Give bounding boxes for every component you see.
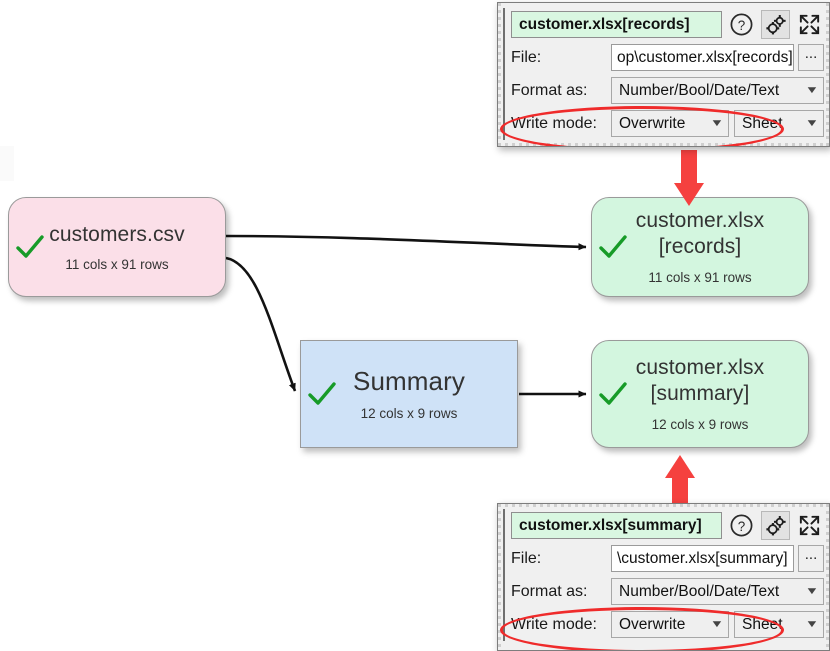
panel-write-mode-row: Write mode: Overwrite ▼ Sheet ▼ xyxy=(511,608,824,641)
format-as-select[interactable]: Number/Bool/Date/Text ▼ xyxy=(611,77,824,104)
check-icon xyxy=(599,235,627,258)
expand-icon[interactable] xyxy=(795,511,824,540)
panel-write-mode-row: Write mode: Overwrite ▼ Sheet ▼ xyxy=(511,107,824,140)
format-as-value: Number/Bool/Date/Text xyxy=(619,81,780,99)
node-subtitle: 11 cols x 91 rows xyxy=(648,270,752,285)
panel-title-row: customer.xlsx[records] ? xyxy=(511,8,824,41)
panel-file-row: File: \customer.xlsx[summary] ... xyxy=(511,542,824,575)
panel-title-field[interactable]: customer.xlsx[summary] xyxy=(511,512,722,539)
file-label: File: xyxy=(511,48,542,66)
write-mode-value: Overwrite xyxy=(619,114,686,132)
edge-customers-to-summary xyxy=(225,256,297,392)
edge-customers-to-records xyxy=(225,234,587,251)
chevron-down-icon: ▼ xyxy=(804,85,820,96)
gear-icon[interactable] xyxy=(761,511,790,540)
write-mode-label: Write mode: xyxy=(511,114,597,132)
node-subtitle: 12 cols x 9 rows xyxy=(360,406,458,421)
browse-button[interactable]: ... xyxy=(798,44,824,71)
flow-node-customer-xlsx-records[interactable]: customer.xlsx [records] 11 cols x 91 row… xyxy=(591,197,809,297)
panel-torn-edge-right xyxy=(826,504,829,650)
file-input[interactable]: \customer.xlsx[summary] xyxy=(611,545,794,572)
gear-icon[interactable] xyxy=(761,10,790,39)
browse-button[interactable]: ... xyxy=(798,545,824,572)
sheet-value: Sheet xyxy=(742,114,783,132)
node-title: customer.xlsx [summary] xyxy=(635,356,765,405)
check-icon xyxy=(599,382,627,405)
red-arrow-up-summary xyxy=(665,455,695,510)
node-title: Summary xyxy=(353,366,465,396)
flow-node-customer-xlsx-summary[interactable]: customer.xlsx [summary] 12 cols x 9 rows xyxy=(591,340,809,448)
svg-text:?: ? xyxy=(738,519,745,534)
node-title: customer.xlsx [records] xyxy=(635,209,765,258)
panel-torn-edge-top xyxy=(498,504,829,507)
check-icon xyxy=(308,382,336,405)
format-as-label: Format as: xyxy=(511,81,588,99)
help-icon[interactable]: ? xyxy=(727,511,756,540)
node-title: customers.csv xyxy=(49,222,185,246)
panel-torn-edge-left xyxy=(498,504,501,650)
flow-node-customers-csv[interactable]: customers.csv 11 cols x 91 rows xyxy=(8,197,226,297)
properties-panel-summary[interactable]: customer.xlsx[summary] ? xyxy=(497,503,830,651)
svg-text:?: ? xyxy=(738,18,745,33)
format-as-select[interactable]: Number/Bool/Date/Text ▼ xyxy=(611,578,824,605)
panel-file-row: File: op\customer.xlsx[records] ... xyxy=(511,41,824,74)
panel-torn-edge-left xyxy=(498,3,501,146)
flow-node-summary[interactable]: Summary 12 cols x 9 rows xyxy=(300,340,518,448)
sheet-select[interactable]: Sheet ▼ xyxy=(734,611,824,638)
panel-torn-edge-bottom xyxy=(498,143,829,146)
file-input[interactable]: op\customer.xlsx[records] xyxy=(611,44,794,71)
canvas-left-strip xyxy=(0,146,14,181)
format-as-label: Format as: xyxy=(511,582,588,600)
sheet-select[interactable]: Sheet ▼ xyxy=(734,110,824,137)
write-mode-value: Overwrite xyxy=(619,615,686,633)
panel-title-field[interactable]: customer.xlsx[records] xyxy=(511,11,722,38)
properties-panel-records[interactable]: customer.xlsx[records] ? xyxy=(497,2,830,147)
write-mode-select[interactable]: Overwrite ▼ xyxy=(611,611,729,638)
chevron-down-icon: ▼ xyxy=(804,586,820,597)
help-icon[interactable]: ? xyxy=(727,10,756,39)
panel-format-row: Format as: Number/Bool/Date/Text ▼ xyxy=(511,575,824,608)
node-subtitle: 12 cols x 9 rows xyxy=(651,417,749,432)
format-as-value: Number/Bool/Date/Text xyxy=(619,582,780,600)
panel-format-row: Format as: Number/Bool/Date/Text ▼ xyxy=(511,74,824,107)
write-mode-select[interactable]: Overwrite ▼ xyxy=(611,110,729,137)
chevron-down-icon: ▼ xyxy=(804,118,820,129)
expand-icon[interactable] xyxy=(795,10,824,39)
chevron-down-icon: ▼ xyxy=(804,619,820,630)
chevron-down-icon: ▼ xyxy=(709,118,725,129)
sheet-value: Sheet xyxy=(742,615,783,633)
panel-torn-edge-right xyxy=(826,3,829,146)
chevron-down-icon: ▼ xyxy=(709,619,725,630)
panel-title-row: customer.xlsx[summary] ? xyxy=(511,509,824,542)
file-label: File: xyxy=(511,549,542,567)
write-mode-label: Write mode: xyxy=(511,615,597,633)
node-subtitle: 11 cols x 91 rows xyxy=(65,256,169,272)
check-icon xyxy=(16,235,44,258)
